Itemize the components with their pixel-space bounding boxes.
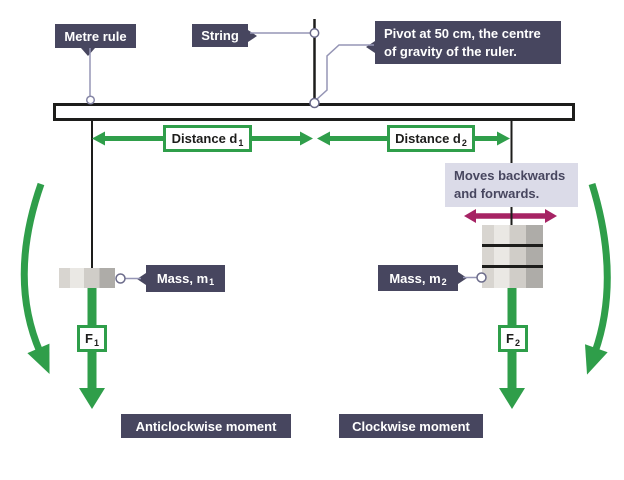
mass1-connector-dot (115, 273, 126, 284)
distance1-left-head (92, 131, 105, 146)
pivot-connector-line (315, 44, 374, 101)
distance1-label-sub: 1 (238, 137, 244, 148)
anticlockwise-moment-label: Anticlockwise moment (121, 414, 291, 438)
anticlockwise-head (27, 343, 50, 375)
distance2-label-text: Distance d (395, 131, 461, 146)
pivot-connector (309, 44, 374, 109)
clockwise-head (585, 344, 608, 375)
pivot-label-line2: of gravity of the ruler. (384, 44, 517, 59)
string-label-text: String (201, 28, 239, 43)
metre-rule-bar (53, 103, 575, 121)
string-label: String (192, 24, 257, 47)
string-label-pointer (248, 29, 257, 42)
anticlockwise-arc (20, 182, 45, 354)
force2-label-text: F (506, 331, 514, 346)
clockwise-moment-label: Clockwise moment (339, 414, 483, 438)
metre-rule-label: Metre rule (55, 24, 136, 56)
mass2-stack-divider (482, 244, 543, 247)
mass2-label-sub: 2 (441, 276, 447, 287)
metre-rule-connector (85, 48, 96, 105)
mass1-label-text: Mass, m (156, 271, 209, 286)
metre-rule-label-text: Metre rule (64, 28, 127, 44)
pivot-label: Pivot at 50 cm, the centre of gravity of… (366, 21, 561, 64)
force1-label-sub: 1 (93, 337, 99, 348)
clockwise-arc (588, 182, 611, 354)
distance1-label-text: Distance d (171, 131, 238, 146)
anticlockwise-arrow-icon (20, 182, 50, 375)
distance2-right-head (497, 131, 510, 146)
metre-rule-label-pointer (81, 48, 95, 56)
moves-arrow-left-head (464, 209, 476, 223)
pivot-label-line1: Pivot at 50 cm, the centre (384, 26, 541, 41)
moves-note-line2: and forwards. (454, 186, 540, 201)
distance1-right-head (300, 131, 313, 146)
distance2-label-sub: 2 (461, 137, 467, 148)
moves-double-arrow-icon (464, 209, 557, 223)
mass2-label-text: Mass, m (389, 270, 441, 286)
moves-note: Moves backwards and forwards. (445, 163, 578, 207)
mass1-label-pointer (137, 272, 146, 285)
clockwise-arrow-icon (585, 182, 611, 375)
force1-label-text: F (85, 331, 93, 346)
mass2-label-pointer (458, 272, 467, 284)
mass2-weight-stack (482, 225, 543, 288)
string-connector-dot (309, 28, 320, 38)
mass2-stack-divider (482, 265, 543, 268)
force1-head (79, 388, 105, 409)
anticlockwise-moment-text: Anticlockwise moment (135, 418, 277, 434)
mass1-weight (59, 268, 115, 288)
distance2-left-head (317, 131, 330, 146)
mass1-label-sub: 1 (209, 277, 215, 287)
moves-note-line1: Moves backwards (454, 168, 566, 183)
force2-head (499, 388, 525, 409)
clockwise-moment-text: Clockwise moment (352, 418, 470, 434)
force2-label-sub: 2 (514, 337, 520, 348)
pivot-label-pointer (366, 41, 375, 53)
string-connector (250, 28, 320, 38)
moves-arrow-right-head (545, 209, 557, 223)
